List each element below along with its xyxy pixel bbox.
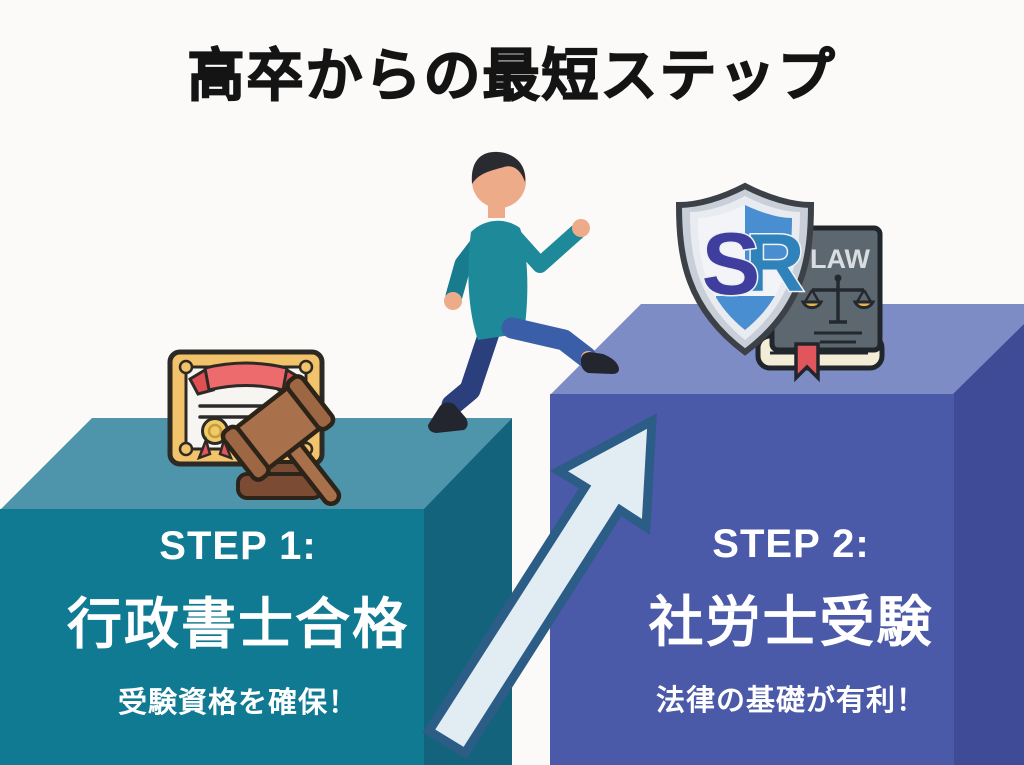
step2-block-side-face — [953, 324, 1024, 765]
step1-label: STEP 1: — [159, 524, 317, 568]
shield-icon: R S — [675, 182, 815, 356]
step2-heading: 社労士受験 — [648, 591, 934, 653]
step1-text-group: STEP 1: 行政書士合格 受験資格を確保！ — [0, 524, 476, 721]
step2-text-group: STEP 2: 社労士受験 法律の基礎が有利！ — [562, 522, 1020, 719]
scales-of-justice-icon — [800, 274, 876, 324]
growth-arrow-icon — [422, 413, 657, 760]
climbing-person-icon — [428, 151, 619, 433]
step1-block-front-face — [0, 509, 424, 765]
shield-letter-s: S — [702, 214, 761, 313]
step2-label: STEP 2: — [712, 522, 870, 566]
law-book-label: LAW — [810, 244, 871, 274]
shield-letter-r: R — [745, 218, 804, 309]
step1-heading: 行政書士合格 — [66, 593, 409, 655]
page-title: 高卒からの最短ステップ — [187, 43, 837, 109]
step2-caption: 法律の基礎が有利！ — [655, 685, 926, 717]
gavel-icon — [220, 374, 342, 507]
step1-caption: 受験資格を確保！ — [117, 687, 358, 719]
